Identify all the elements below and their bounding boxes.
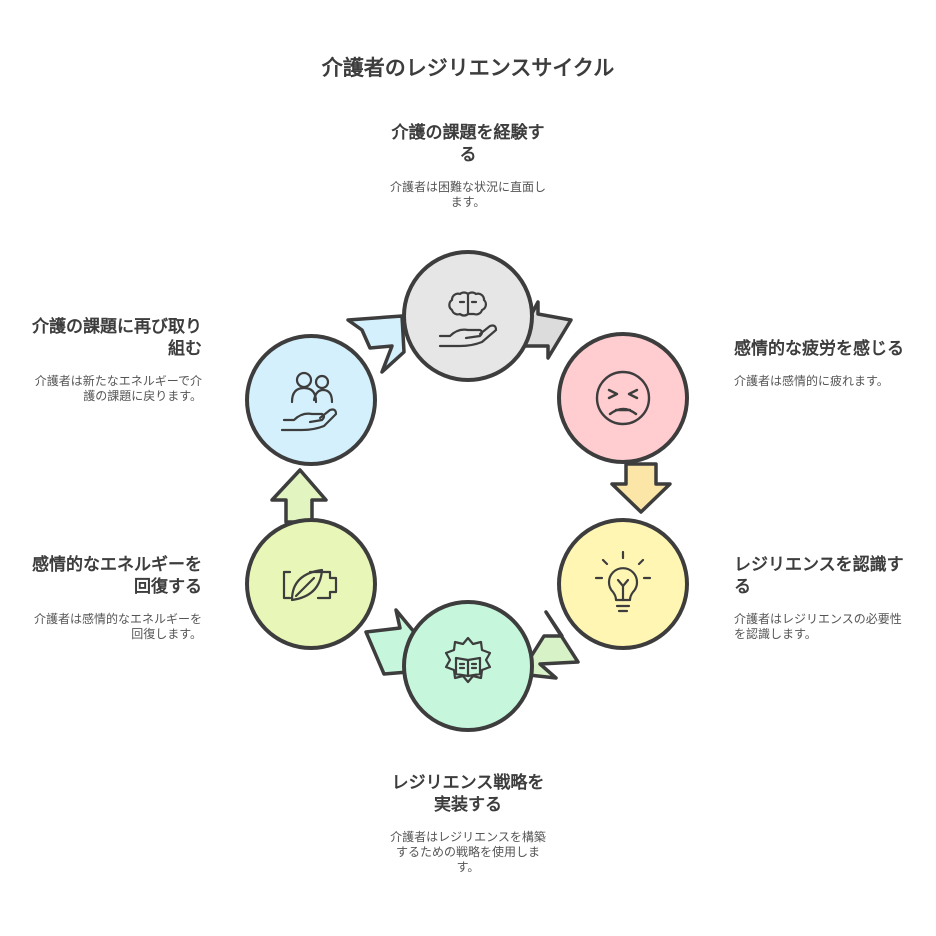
step-label-2: 感情的な疲労を感じる 介護者は感情的に疲れます。 [734,338,904,389]
arrow-face-to-bulb [610,462,672,514]
diagram-title: 介護者のレジリエンスサイクル [321,56,615,80]
battery-leaf-icon [282,568,338,602]
step-circle-5 [245,518,377,650]
step-title: 感情的な疲労を感じる [734,339,904,359]
gear-book-icon [444,636,492,684]
people-hand-icon [280,371,338,432]
step-description: 介護者はレジリエンスを構築するための戦略を使用します。 [390,830,546,874]
step-description: 介護者はレジリエンスの必要性を認識します。 [734,612,902,641]
step-description: 介護者は感情的なエネルギーを回復します。 [33,612,202,641]
step-title: レジリエンスを認識する [734,555,904,597]
step-circle-2 [557,332,689,464]
arrow-bulb-to-gear [518,610,580,680]
step-title: 感情的なエネルギーを回復する [32,555,202,597]
step-circle-1 [402,250,534,382]
arrow-battery-to-people [270,468,328,524]
step-circle-4 [402,600,534,732]
arrow-people-to-brain [346,314,406,374]
step-label-3: レジリエンスを認識する 介護者はレジリエンスの必要性を認識します。 [734,554,904,642]
step-description: 介護者は困難な状況に直面します。 [389,180,546,209]
step-label-4: レジリエンス戦略を実装する 介護者はレジリエンスを構築するための戦略を使用します… [376,772,560,875]
lightbulb-icon [594,550,652,613]
step-label-5: 感情的なエネルギーを回復する 介護者は感情的なエネルギーを回復します。 [30,554,202,642]
step-title: レジリエンス戦略を実装する [391,773,545,815]
step-description: 介護者は新たなエネルギーで介護の課題に戻ります。 [34,374,202,403]
step-circle-3 [557,518,689,650]
step-description: 介護者は感情的に疲れます。 [734,374,889,388]
sad-face-icon [595,370,651,426]
connector-arrows [270,300,672,680]
step-title: 介護の課題を経験する [391,123,545,165]
step-label-6: 介護の課題に再び取り組む 介護者は新たなエネルギーで介護の課題に戻ります。 [30,316,202,404]
step-circle-6 [245,334,377,466]
brain-hand-icon [438,291,498,348]
step-title: 介護の課題に再び取り組む [32,317,202,359]
step-label-1: 介護の課題を経験する 介護者は困難な状況に直面します。 [376,122,560,210]
